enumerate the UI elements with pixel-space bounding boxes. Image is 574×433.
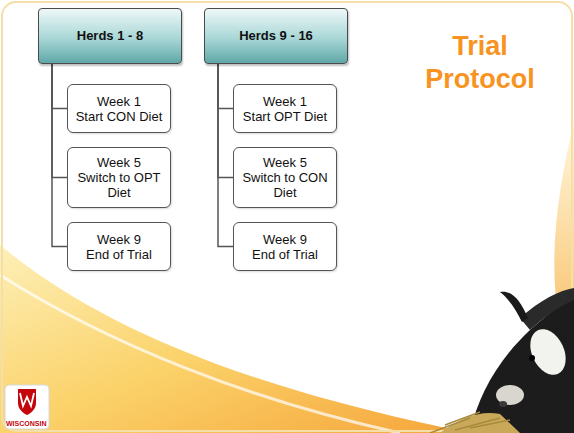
- week-label: Week 5: [263, 155, 307, 170]
- university-logo: [5, 385, 49, 429]
- step-box: Week 5Switch to OPT Diet: [67, 147, 171, 208]
- step-text: Start OPT Diet: [243, 109, 327, 124]
- group-header-box: Herds 1 - 8: [38, 8, 182, 64]
- group-header-box: Herds 9 - 16: [204, 8, 348, 64]
- group-title: Herds 9 - 16: [239, 28, 313, 44]
- step-text: Switch to CON Diet: [240, 170, 330, 200]
- tree-connector: [218, 64, 233, 178]
- cow-photo: [430, 288, 574, 433]
- tree-connector: [52, 64, 67, 109]
- week-label: Week 1: [97, 94, 141, 109]
- tree-connector: [52, 64, 67, 178]
- slide-title: Trial Protocol: [400, 30, 560, 96]
- tree-connector: [218, 64, 233, 109]
- logo-text: WISCONSIN: [6, 420, 46, 427]
- step-box: Week 1Start CON Diet: [67, 84, 171, 133]
- step-text: End of Trial: [252, 247, 318, 262]
- step-box: Week 5Switch to CON Diet: [233, 147, 337, 208]
- tree-connector: [52, 64, 67, 247]
- tree-connector: [218, 64, 233, 247]
- step-text: End of Trial: [86, 247, 152, 262]
- week-label: Week 1: [263, 94, 307, 109]
- week-label: Week 9: [97, 232, 141, 247]
- step-box: Week 9End of Trial: [67, 222, 171, 271]
- step-box: Week 9End of Trial: [233, 222, 337, 271]
- group-title: Herds 1 - 8: [77, 28, 143, 44]
- week-label: Week 5: [97, 155, 141, 170]
- step-text: Switch to OPT Diet: [74, 170, 164, 200]
- step-box: Week 1Start OPT Diet: [233, 84, 337, 133]
- orange-swoosh: [0, 245, 470, 433]
- week-label: Week 9: [263, 232, 307, 247]
- swoosh-highlight: [0, 275, 400, 433]
- step-text: Start CON Diet: [76, 109, 163, 124]
